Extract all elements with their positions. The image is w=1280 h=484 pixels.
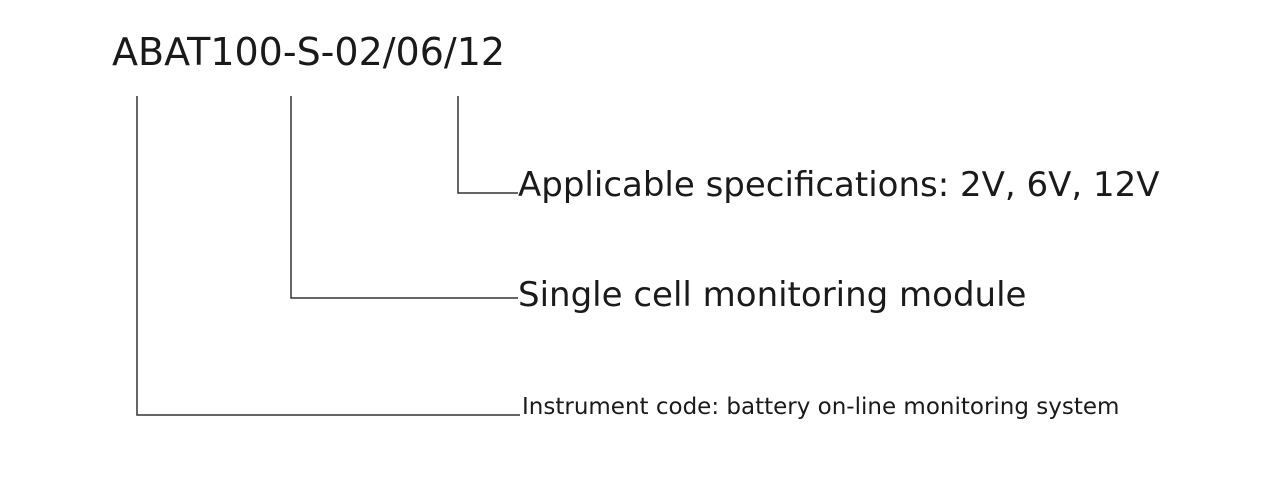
callout-module: Single cell monitoring module bbox=[518, 275, 1027, 315]
callout-instrument: Instrument code: battery on-line monitor… bbox=[522, 394, 1120, 420]
connector-module bbox=[290, 96, 518, 299]
model-code-title: ABAT100-S-02/06/12 bbox=[112, 30, 506, 74]
connector-instrument bbox=[136, 96, 520, 416]
connector-specifications bbox=[457, 96, 518, 194]
callout-specifications: Applicable specifications: 2V, 6V, 12V bbox=[518, 165, 1160, 205]
